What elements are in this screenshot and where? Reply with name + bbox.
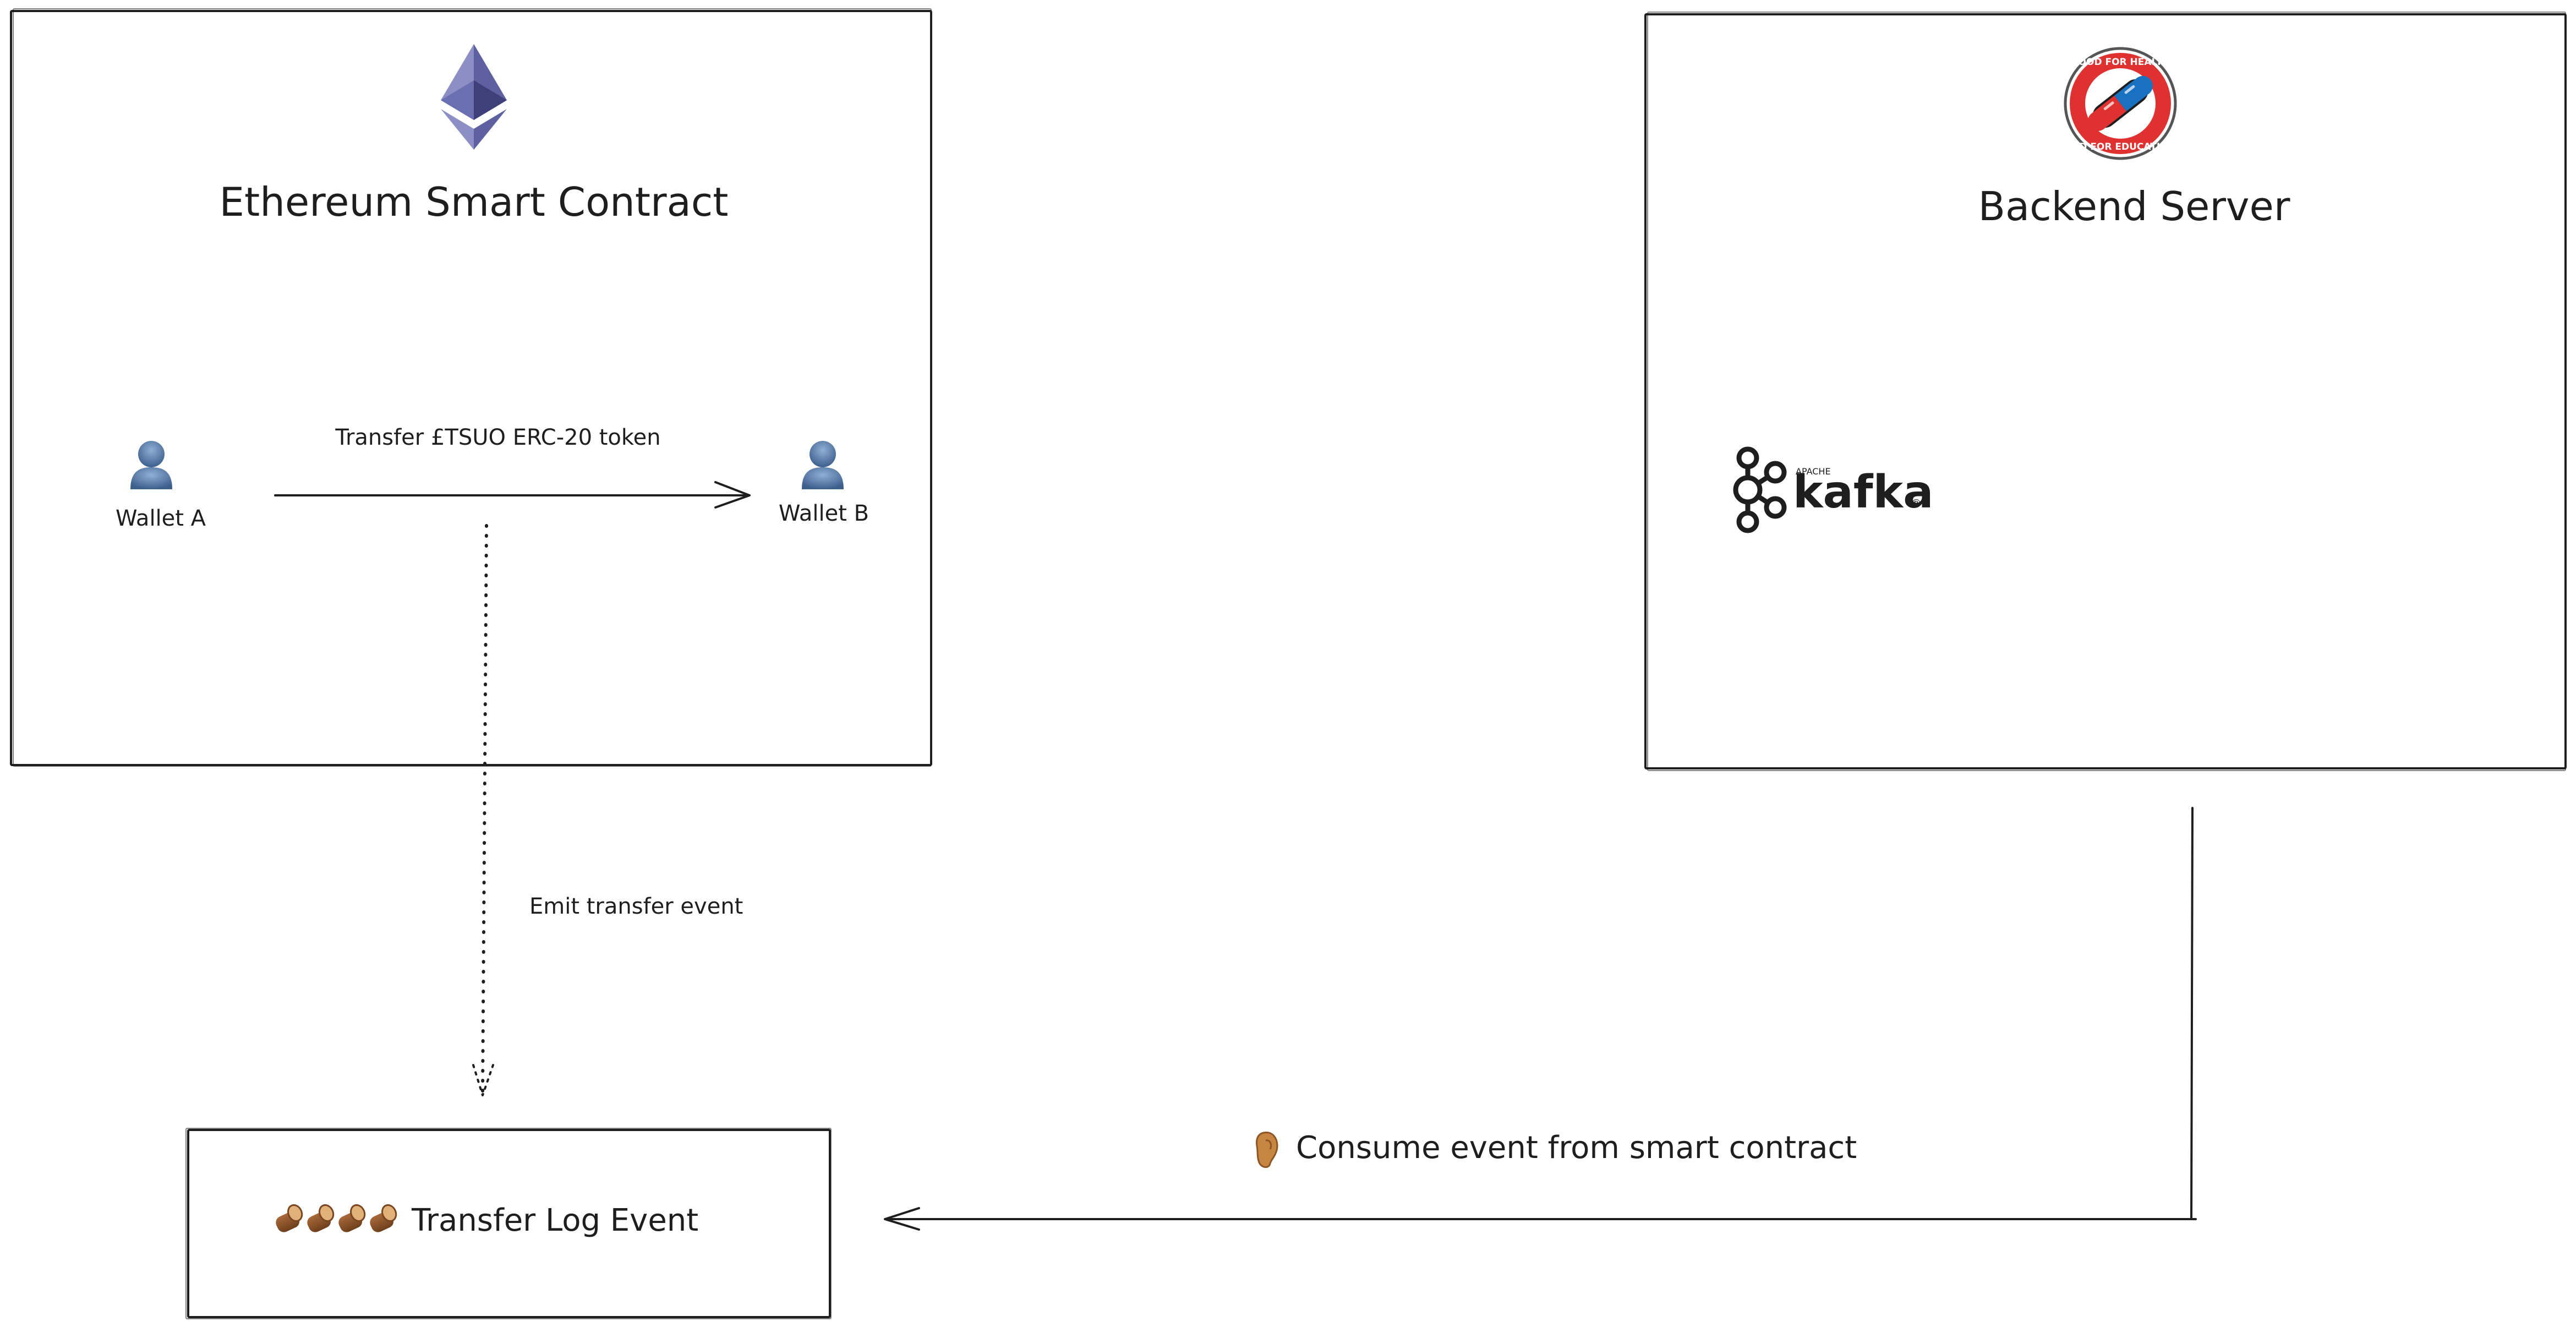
kafka-name-text: kafka xyxy=(1793,466,1933,518)
kafka-nodes-icon xyxy=(1733,446,1787,533)
red-pill-badge-icon: GOOD FOR HEALTH BAD FOR EDUCATION xyxy=(2064,47,2177,160)
wallet-b-user-icon xyxy=(802,441,844,489)
badge-top-text: GOOD FOR HEALTH xyxy=(2071,57,2170,68)
transfer-log-event-box[interactable] xyxy=(185,1128,832,1319)
wallet-a-user-icon xyxy=(130,441,172,489)
kafka-apache-text: APACHE xyxy=(1796,466,1831,477)
smart-contract-title: Ethereum Smart Contract xyxy=(219,179,728,225)
transfer-label: Transfer £TSUO ERC-20 token xyxy=(335,425,660,450)
wallet-a-label: Wallet A xyxy=(116,506,206,531)
transfer-log-event-label: Transfer Log Event xyxy=(411,1203,698,1238)
wood-log-icon xyxy=(307,1204,335,1232)
backend-server-box[interactable] xyxy=(1644,12,2567,771)
kafka-logo: APACHE kafka ® xyxy=(1733,446,1933,533)
ethereum-logo-icon xyxy=(441,44,507,150)
wood-log-icon xyxy=(370,1204,397,1232)
wood-log-icon xyxy=(338,1204,366,1232)
wallet-b-label: Wallet B xyxy=(779,501,869,526)
consume-event-arrow[interactable] xyxy=(884,807,2197,1231)
kafka-registered-mark: ® xyxy=(1911,497,1922,510)
emit-event-label: Emit transfer event xyxy=(529,894,743,919)
backend-server-title: Backend Server xyxy=(1978,183,2290,230)
wood-log-icon xyxy=(276,1204,303,1232)
consume-event-label: Consume event from smart contract xyxy=(1296,1130,1857,1166)
wood-log-icons xyxy=(276,1204,397,1232)
ear-emoji-icon xyxy=(1256,1132,1278,1168)
smart-contract-box[interactable] xyxy=(10,8,932,767)
transfer-arrow[interactable] xyxy=(274,481,751,509)
badge-bottom-text: BAD FOR EDUCATION xyxy=(2065,141,2176,152)
emit-event-arrow[interactable] xyxy=(472,524,494,1096)
